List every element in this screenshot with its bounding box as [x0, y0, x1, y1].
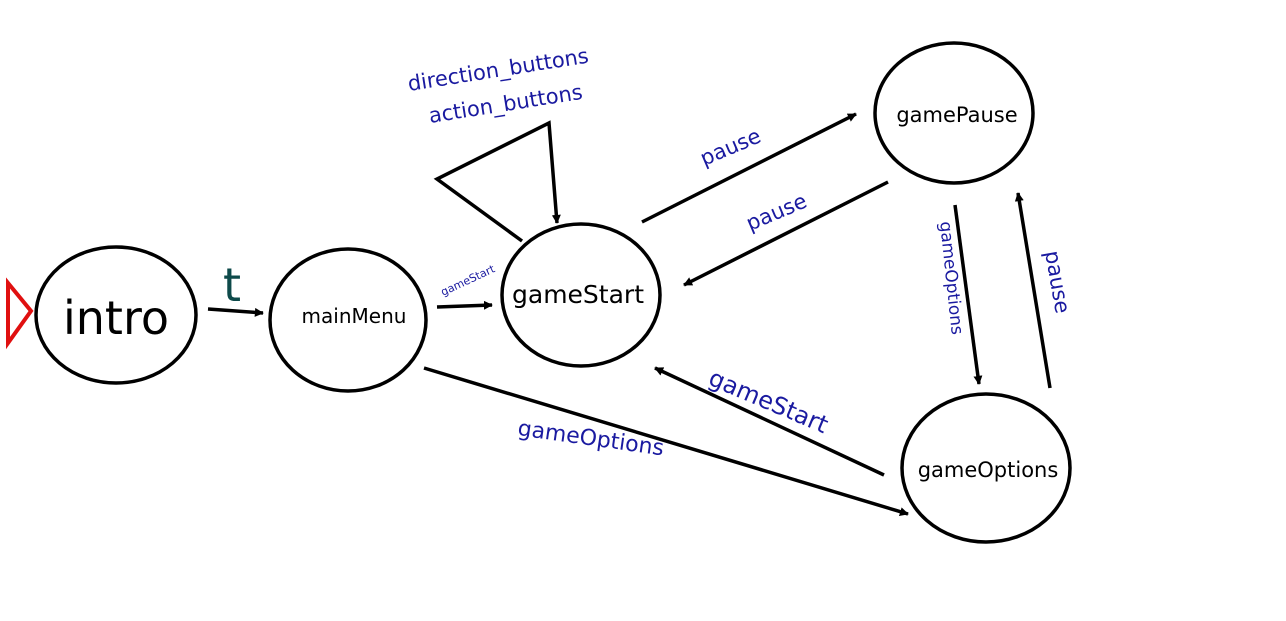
state-game-pause[interactable]: gamePause: [873, 41, 1035, 185]
edge-game-pause-to-game-start: [683, 180, 889, 287]
state-intro-circle: [34, 245, 198, 385]
state-game-options-label: gameOptions: [918, 458, 1059, 482]
state-game-pause-circle: [873, 41, 1035, 185]
edge-label-game-pause-to-game-start: pause: [743, 189, 811, 236]
edge-label-timer: t: [223, 258, 241, 312]
state-main-menu-circle: [268, 247, 428, 393]
state-game-options[interactable]: gameOptions: [900, 392, 1072, 544]
state-main-menu-label: mainMenu: [302, 304, 407, 328]
initial-state-marker: [6, 277, 34, 350]
state-intro[interactable]: intro: [34, 245, 198, 385]
state-intro-label: intro: [63, 291, 169, 345]
edge-main-menu-to-game-options: [423, 366, 909, 516]
state-game-start-label: gameStart: [512, 280, 644, 309]
edge-game-options-to-game-start: [654, 366, 885, 477]
edge-main-menu-to-game-start: [436, 300, 493, 310]
state-game-pause-label: gamePause: [896, 103, 1017, 127]
edge-label-main-menu-to-game-start: gameStart: [439, 262, 498, 299]
edge-game-pause-to-game-options: [953, 204, 983, 385]
state-game-start[interactable]: gameStart: [500, 222, 662, 368]
edge-intro-to-main-menu: [207, 307, 264, 317]
state-main-menu[interactable]: mainMenu: [268, 247, 428, 393]
edge-game-start-self-loop: [433, 120, 561, 243]
state-game-options-circle: [900, 392, 1072, 544]
edge-label-game-options-to-game-pause: pause: [1040, 249, 1075, 316]
edge-game-options-to-game-pause: [1014, 192, 1052, 389]
state-game-start-circle: [500, 222, 662, 368]
edge-game-start-to-game-pause: [641, 112, 857, 224]
edge-label-main-menu-to-game-options: gameOptions: [516, 416, 665, 461]
edge-label-game-pause-to-game-options: gameOptions: [935, 220, 967, 335]
